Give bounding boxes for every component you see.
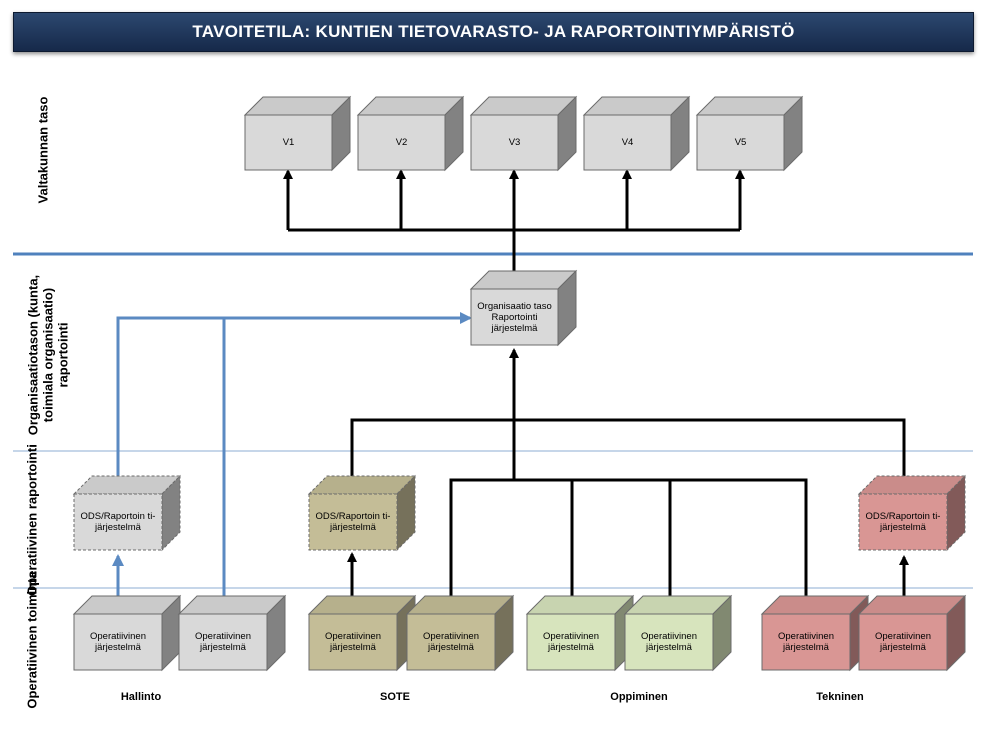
national-box-v3-label: V3	[508, 137, 521, 148]
national-box-v2-label: V2	[395, 137, 408, 148]
row-separators	[13, 252, 973, 589]
op-box-hallinto-1	[72, 594, 182, 672]
group-label-hallinto: Hallinto	[120, 691, 162, 703]
op-box-tekninen-2	[857, 594, 967, 672]
national-box-v4-label: V4	[621, 137, 634, 148]
op-box-oppiminen-1-label: Operatiivinen järjestelmä	[543, 631, 599, 653]
ods-box-sote	[307, 474, 417, 552]
page-title: TAVOITETILA: KUNTIEN TIETOVARASTO- JA RA…	[13, 12, 974, 52]
architecture-diagram	[13, 95, 973, 672]
arrow-hallinto-ods-to-org	[116, 312, 472, 477]
national-box-v5-label: V5	[734, 137, 747, 148]
national-box-v2	[356, 95, 465, 172]
connector-lines	[112, 169, 909, 614]
group-label-sote: SOTE	[380, 691, 410, 703]
national-box-v3	[469, 95, 578, 172]
national-box-v4	[582, 95, 691, 172]
ods-box-sote-label: ODS/Raportoin ti-järjestelmä	[315, 511, 391, 533]
op-box-hallinto-1-label: Operatiivinen järjestelmä	[90, 631, 146, 653]
row-label-national: Valtakunnan taso	[35, 96, 51, 204]
system-boxes	[72, 95, 967, 672]
op-box-sote-1-label: Operatiivinen järjestelmä	[325, 631, 381, 653]
op-box-tekninen-1-label: Operatiivinen järjestelmä	[778, 631, 834, 653]
ods-box-hallinto	[72, 474, 182, 552]
ods-box-hallinto-label: ODS/Raportoin ti-järjestelmä	[80, 511, 156, 533]
org-reporting-box	[469, 269, 578, 347]
national-box-v5	[695, 95, 804, 172]
group-label-tekninen: Tekninen	[816, 691, 864, 703]
op-box-tekninen-1	[760, 594, 870, 672]
national-box-v1-label: V1	[282, 137, 295, 148]
op-box-hallinto-2-label: Operatiivinen järjestelmä	[195, 631, 251, 653]
group-label-oppiminen: Oppiminen	[610, 691, 668, 703]
ods-box-tekninen-label: ODS/Raportoin ti-järjestelmä	[865, 511, 941, 533]
national-box-v1	[243, 95, 352, 172]
org-bus-top	[350, 418, 906, 476]
op-bus	[449, 478, 808, 600]
row-label-operational-activity: Operatiivinen toiminta	[24, 571, 40, 709]
op-box-sote-2	[405, 594, 515, 672]
op-box-tekninen-2-label: Operatiivinen järjestelmä	[875, 631, 931, 653]
ods-box-tekninen	[857, 474, 967, 552]
org-reporting-box-label: Organisaatio taso Raportointi järjestelm…	[477, 300, 552, 334]
op-box-oppiminen-2	[623, 594, 733, 672]
op-box-hallinto-2	[177, 594, 287, 672]
op-box-oppiminen-2-label: Operatiivinen järjestelmä	[641, 631, 697, 653]
op-box-oppiminen-1	[525, 594, 635, 672]
op-box-sote-2-label: Operatiivinen järjestelmä	[423, 631, 479, 653]
